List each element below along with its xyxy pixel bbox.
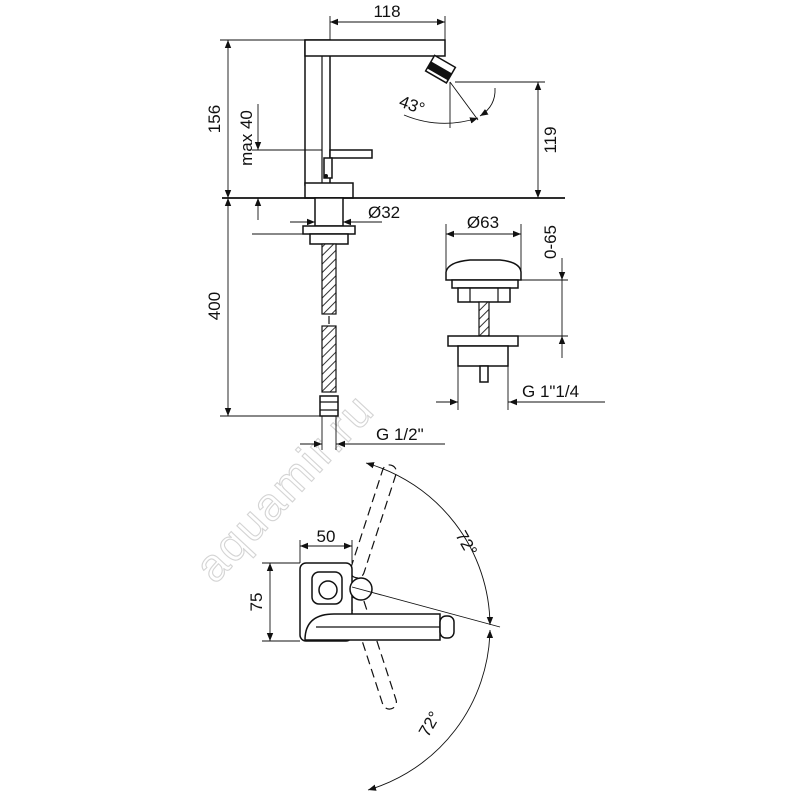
dim-lever-max: max 40 <box>237 104 322 220</box>
pop-up-waste <box>445 259 522 383</box>
label-plate-height: 75 <box>247 593 266 612</box>
faucet-base <box>304 182 354 199</box>
hose-nut <box>319 395 339 417</box>
dim-spout-reach: 118 <box>329 2 446 46</box>
dim-waste-thread: G 1"1/4 <box>436 366 605 410</box>
waste-flange <box>447 335 519 347</box>
label-body-diameter: Ø32 <box>368 203 400 222</box>
arc-down <box>367 629 494 791</box>
dim-plate-width: 50 <box>299 527 353 563</box>
label-spout-angle: 43° <box>397 92 428 119</box>
faucet-side-view <box>222 39 565 417</box>
aerator <box>424 54 457 84</box>
dim-waste-diameter: Ø63 <box>445 213 522 272</box>
dim-spout-angle: 43° <box>397 81 496 128</box>
lever-position-up <box>349 464 397 579</box>
label-plate-width: 50 <box>317 527 336 546</box>
dim-hose-thread: G 1/2" <box>300 416 445 450</box>
faucet-lever <box>329 149 373 159</box>
dim-body-diameter: Ø32 <box>290 203 400 226</box>
label-lever-max: max 40 <box>237 110 256 166</box>
arc-up <box>365 462 494 626</box>
waste-rod <box>478 301 490 337</box>
mounting-shank <box>314 197 344 227</box>
label-lever-angle-up: 72° <box>452 528 481 560</box>
dim-spout-height: 119 <box>455 81 560 198</box>
label-spout-height: 119 <box>541 126 560 153</box>
dim-plate-height: 75 <box>247 562 300 642</box>
dim-hose-length: 400 <box>205 198 320 417</box>
dim-total-height: 156 <box>205 39 305 198</box>
dim-waste-stroke: 0-65 <box>518 225 568 358</box>
faucet-spout <box>304 39 446 57</box>
label-total-height: 156 <box>205 105 224 133</box>
faucet-top-view <box>299 464 455 710</box>
faucet-body <box>304 39 331 186</box>
label-spout-reach: 118 <box>373 2 400 21</box>
waste-cap <box>445 259 522 281</box>
label-waste-thread: G 1"1/4 <box>522 382 579 401</box>
label-waste-diameter: Ø63 <box>467 213 499 232</box>
watermark: aquamir.ru <box>184 383 384 592</box>
braided-hose <box>321 243 337 315</box>
label-hose-thread: G 1/2" <box>376 425 424 444</box>
lever-position-down <box>349 595 397 710</box>
label-lever-angle-down: 72° <box>415 708 444 740</box>
label-hose-length: 400 <box>205 292 224 320</box>
label-waste-stroke: 0-65 <box>541 225 560 259</box>
handle-knob <box>318 580 338 600</box>
